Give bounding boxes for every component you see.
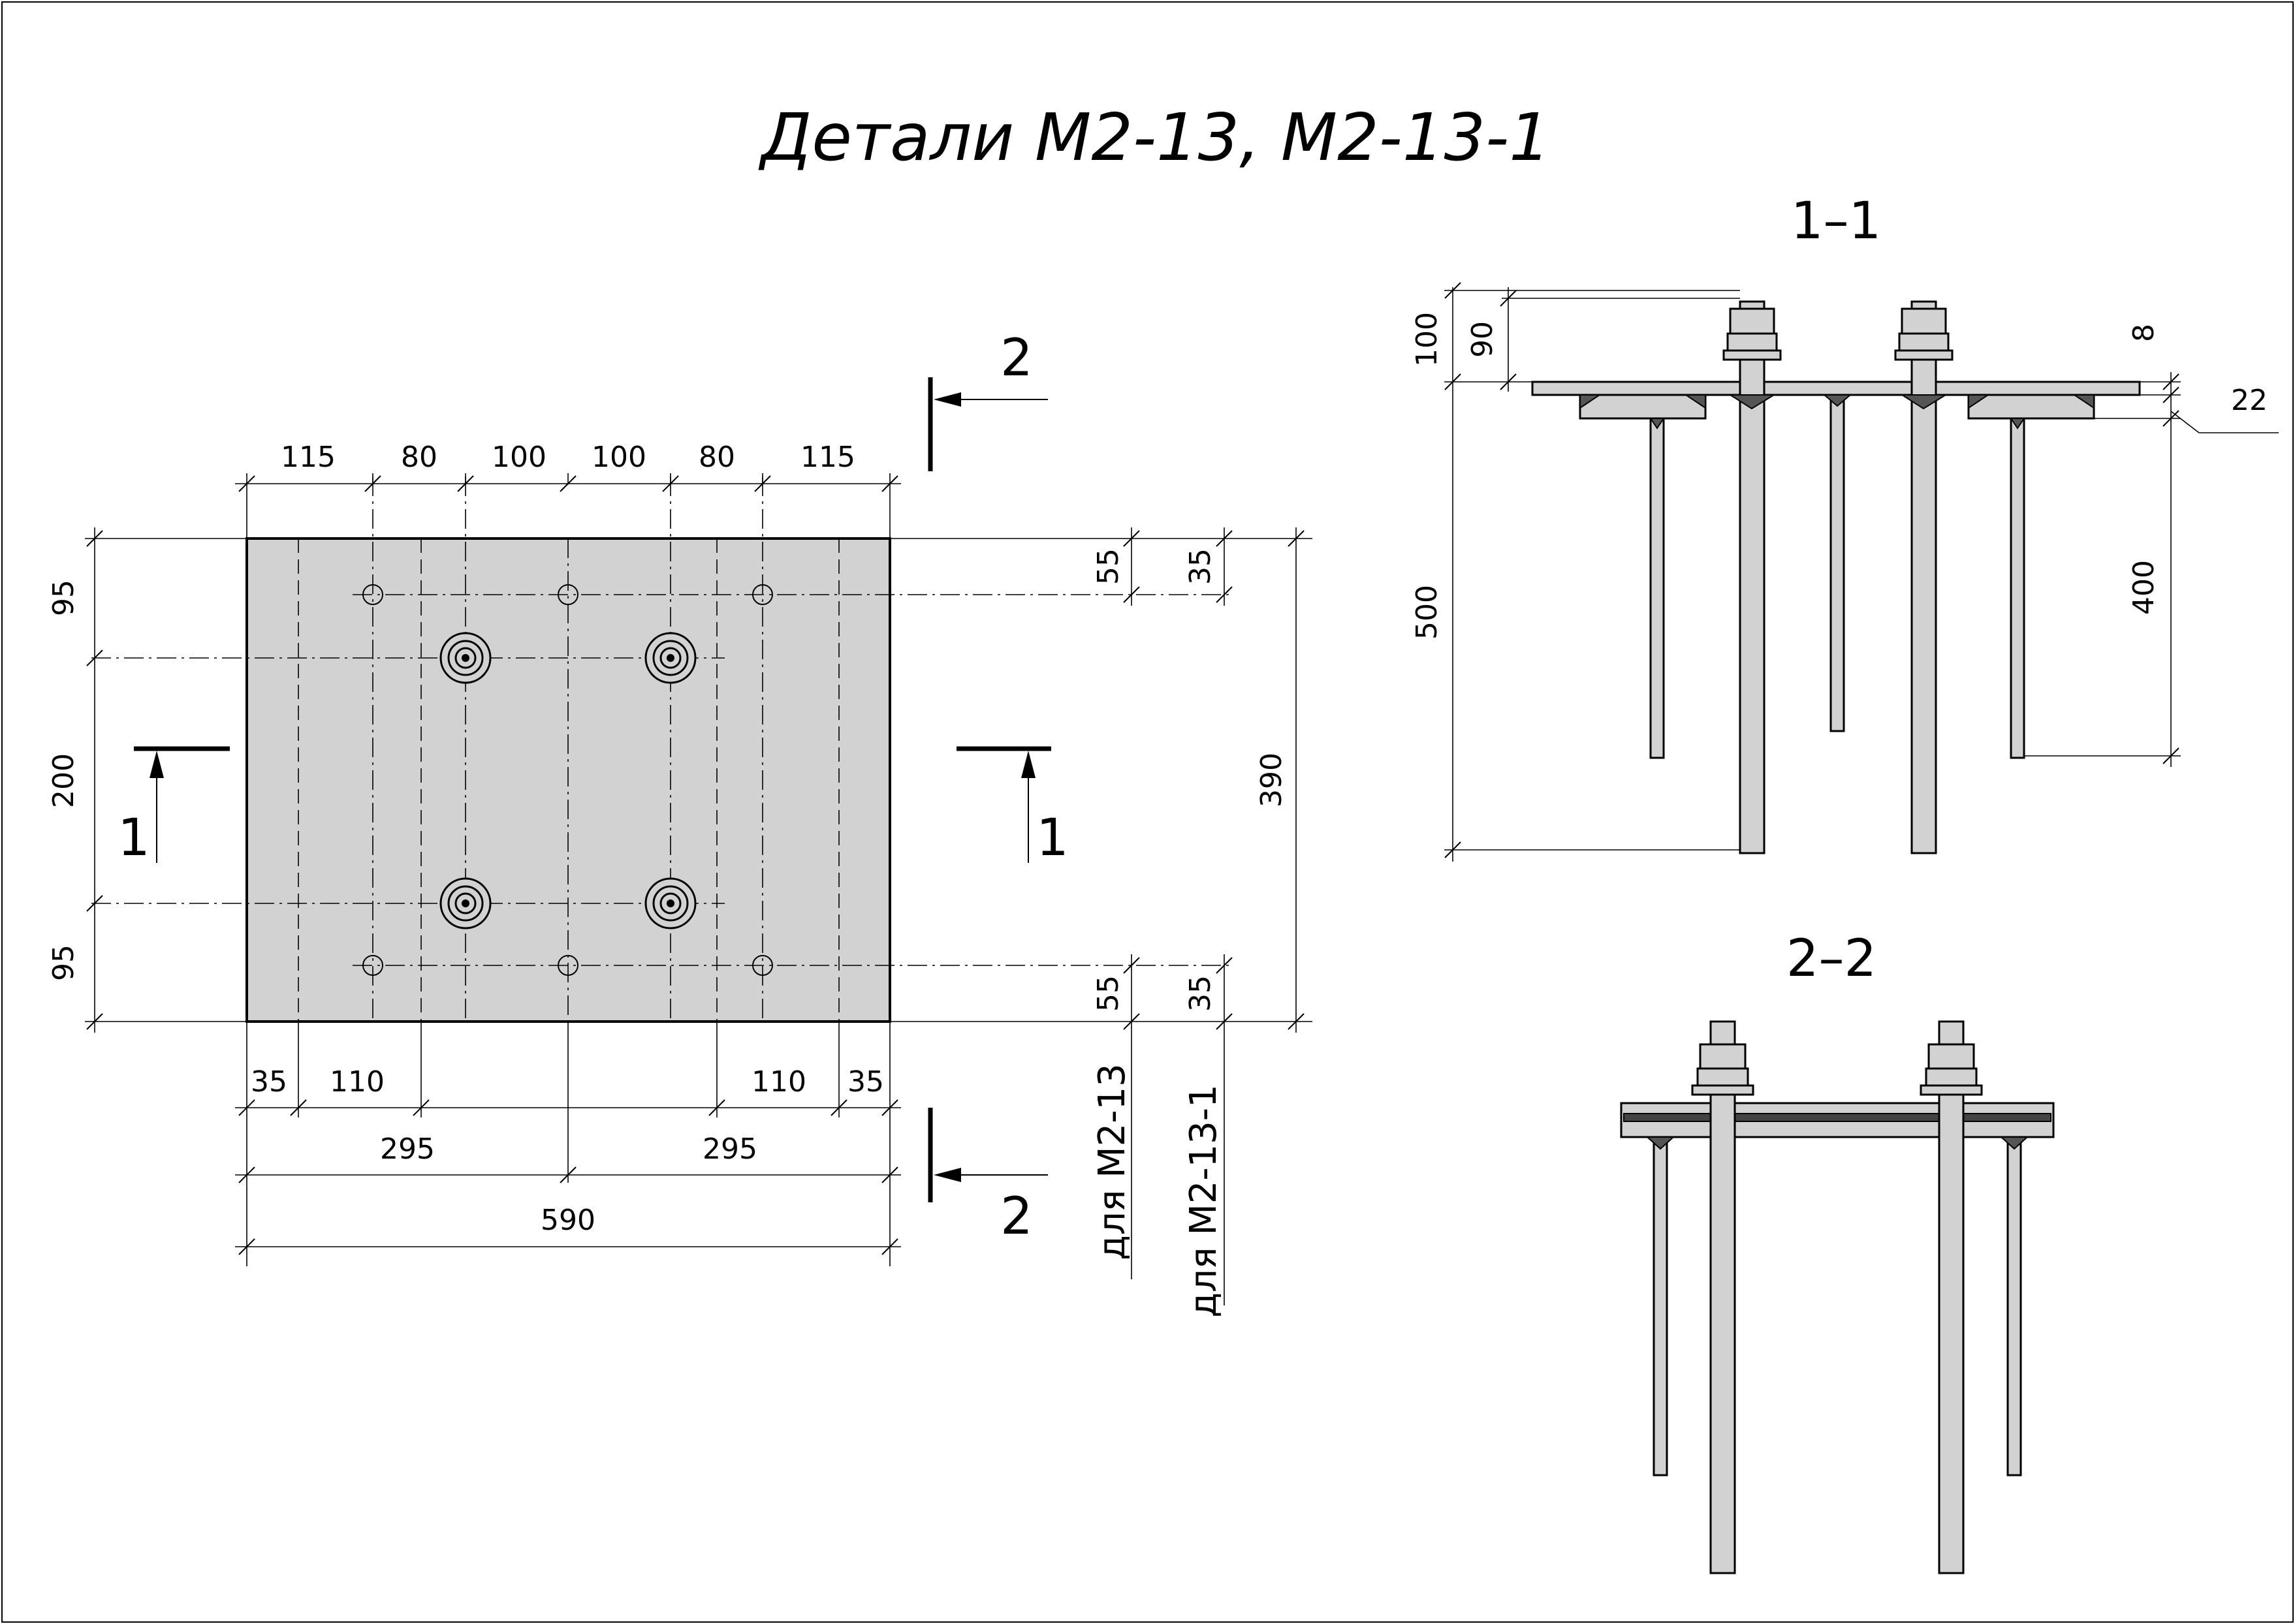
anchor-hole: [362, 955, 383, 976]
bolt-nut: [439, 877, 492, 929]
dim-left-2: 200: [47, 753, 80, 808]
dim-right-55-bottom: 55: [1092, 975, 1125, 1012]
plan-view: 115 80 100 100 80 115 95 200 95 390 55 3…: [47, 441, 1312, 1318]
dim-right-35-bottom: 35: [1184, 975, 1217, 1012]
anchor-hole: [558, 955, 578, 976]
bolt: [1920, 1020, 1983, 1574]
dim-bottom-35-left: 35: [251, 1065, 287, 1099]
dim-top-1: 115: [281, 441, 336, 474]
dim-left-1: 95: [47, 580, 80, 616]
dim-bottom-110-left: 110: [330, 1065, 385, 1099]
cut-mark-2-top: 2: [928, 329, 1048, 471]
plate: [1531, 381, 2141, 396]
cut-mark-2-bottom: 2: [928, 1108, 1048, 1246]
section-2-2: 2–2: [1620, 929, 2055, 1574]
dim-right-390: 390: [1255, 753, 1288, 807]
anchor-hole: [558, 584, 578, 605]
bolt: [1722, 300, 1782, 854]
section-1-1: 1–1: [1410, 192, 2279, 862]
anchor-hole: [752, 955, 773, 976]
dim-top-2: 80: [401, 441, 437, 474]
bolt-nut: [644, 632, 697, 684]
bolt-nut: [439, 632, 492, 684]
svg-text:2: 2: [1000, 329, 1033, 388]
dim-bottom-35-right: 35: [847, 1065, 884, 1099]
bolt-nut: [644, 877, 697, 929]
dim-top-5: 80: [699, 441, 735, 474]
svg-text:2: 2: [1000, 1187, 1033, 1246]
dim-8: 8: [2127, 324, 2160, 342]
dim-top-4: 100: [592, 441, 646, 474]
dim-top-3: 100: [492, 441, 546, 474]
dim-bottom-590: 590: [541, 1204, 595, 1237]
section-1-1-title: 1–1: [1791, 192, 1881, 251]
dim-400: 400: [2127, 560, 2160, 615]
anchor-hole: [752, 584, 773, 605]
anchor-hole: [362, 584, 383, 605]
dim-top-6: 115: [800, 441, 855, 474]
bolt: [1894, 300, 1954, 854]
section-2-2-title: 2–2: [1786, 929, 1876, 988]
dim-left-3: 95: [47, 945, 80, 981]
svg-text:1: 1: [118, 809, 150, 867]
cut-mark-1-left: 1: [118, 746, 230, 867]
svg-text:1: 1: [1036, 809, 1069, 867]
bolt: [1691, 1020, 1754, 1574]
cut-mark-1-right: 1: [957, 746, 1069, 867]
dim-bottom-295-right: 295: [703, 1132, 757, 1166]
note-m2-13-1: для М2-13-1: [1182, 1084, 1225, 1317]
drawing-title: Детали М2-13, М2-13-1: [758, 99, 1551, 176]
dim-22: 22: [2231, 384, 2268, 417]
dim-bottom-295-left: 295: [380, 1132, 435, 1166]
dim-right-55-top: 55: [1092, 548, 1125, 585]
dim-500: 500: [1410, 585, 1444, 640]
dim-100: 100: [1410, 312, 1444, 367]
dim-90: 90: [1466, 321, 1499, 358]
note-m2-13: для М2-13: [1091, 1063, 1133, 1260]
dim-bottom-110-right: 110: [752, 1065, 806, 1099]
dim-right-35-top: 35: [1184, 548, 1217, 585]
